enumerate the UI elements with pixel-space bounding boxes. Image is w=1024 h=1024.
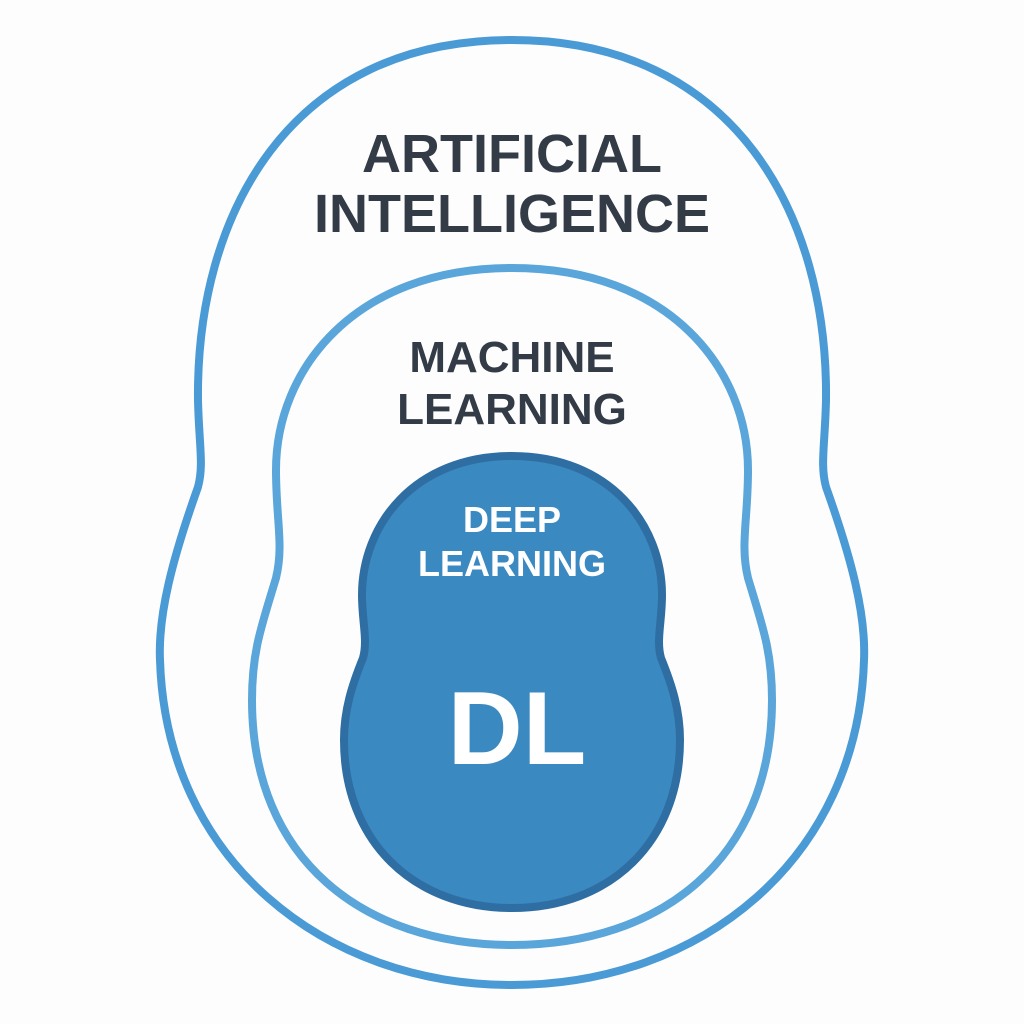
dl-label-line2: LEARNING	[418, 543, 606, 584]
dl-label-line1: DEEP	[463, 499, 561, 540]
artificial-intelligence-region	[155, 35, 869, 990]
dl-abbreviation: DL	[448, 671, 587, 787]
ml-label-line1: MACHINE	[409, 333, 614, 382]
ml-label-line2: LEARNING	[397, 385, 627, 434]
machine-learning-region	[247, 263, 777, 950]
ai-label-line1: ARTIFICIAL	[362, 124, 662, 184]
ai-label-line2: INTELLIGENCE	[314, 184, 710, 244]
deep-learning-region	[339, 451, 685, 913]
